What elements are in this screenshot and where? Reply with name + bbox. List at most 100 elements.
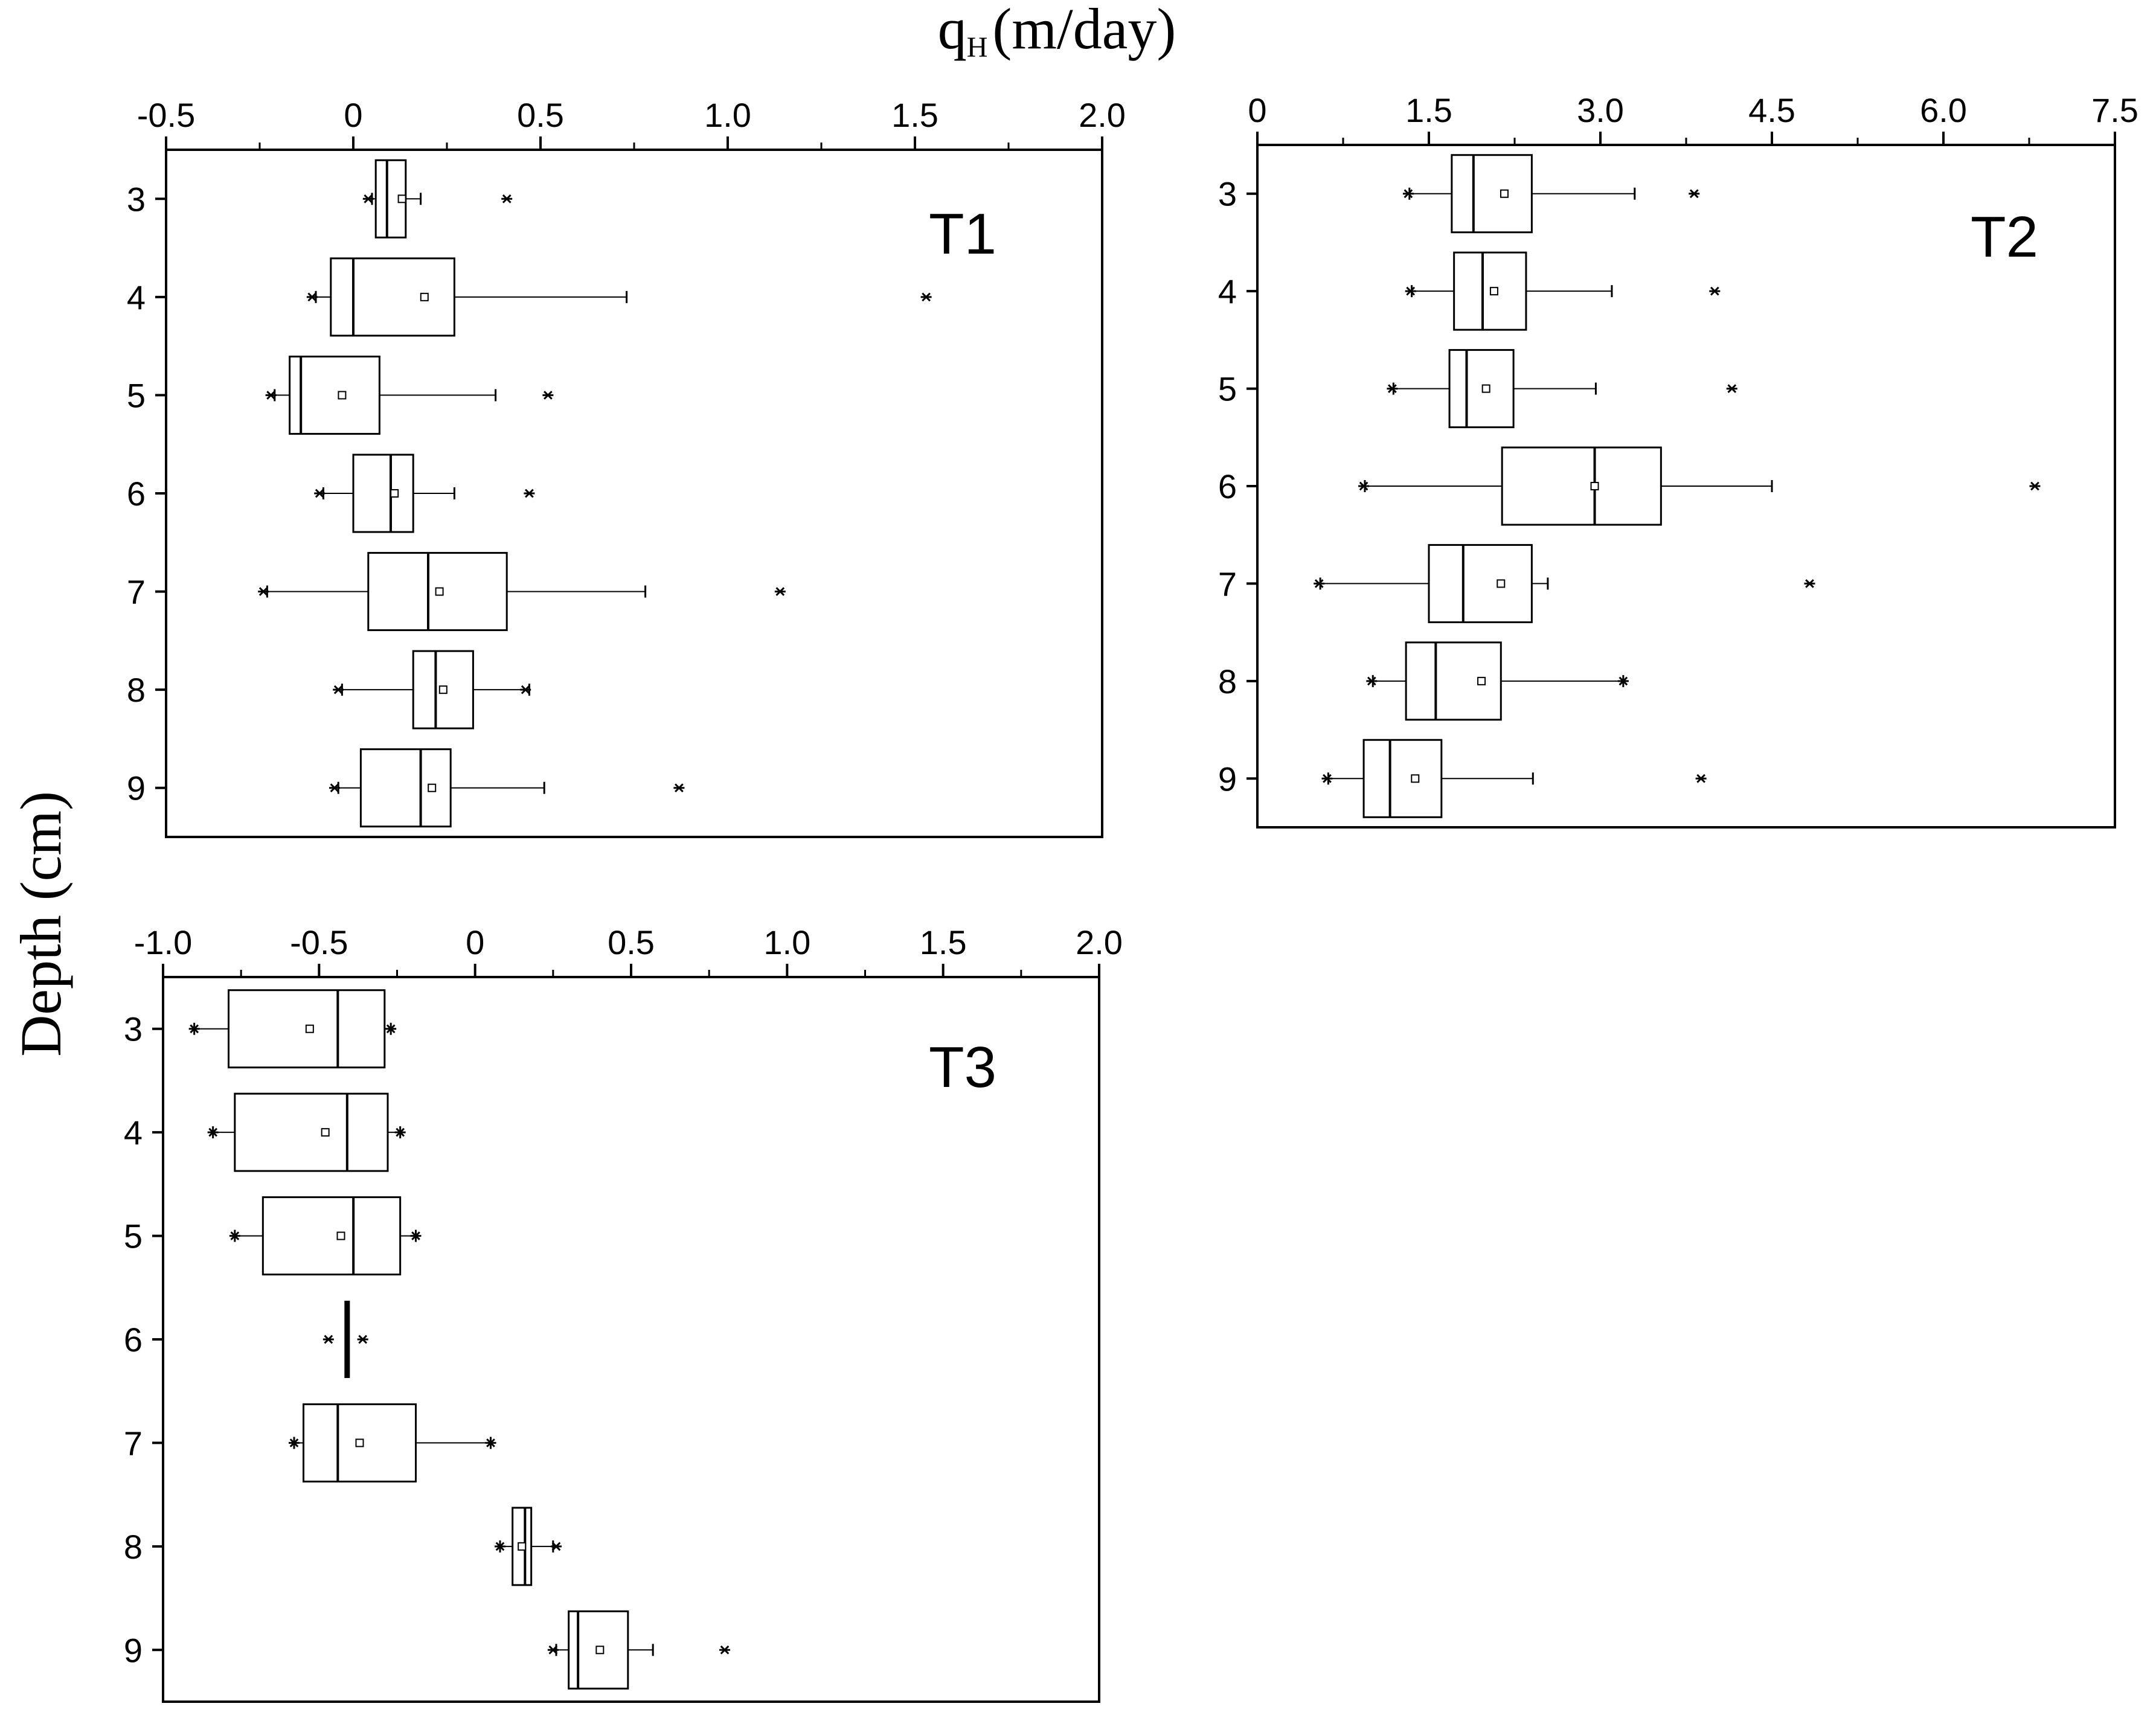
max-marker-d2 bbox=[675, 783, 684, 793]
y-tick-label: 8 bbox=[124, 1528, 143, 1566]
max-marker bbox=[394, 1127, 406, 1137]
max-marker bbox=[1804, 579, 1815, 588]
min-marker-d2 bbox=[190, 1024, 199, 1034]
box-iqr bbox=[374, 159, 407, 239]
min-marker-d2 bbox=[1367, 676, 1376, 686]
x-tick-label: 2.0 bbox=[1076, 923, 1123, 961]
box-depth-4 bbox=[207, 1092, 406, 1172]
min-marker-d2 bbox=[1359, 481, 1368, 491]
min-marker-d2 bbox=[324, 1335, 333, 1344]
max-marker-d2 bbox=[411, 1231, 420, 1240]
box-depth-7 bbox=[258, 552, 786, 632]
mean-marker bbox=[1411, 774, 1420, 783]
max-marker-d2 bbox=[544, 391, 553, 400]
min-marker-d2 bbox=[258, 587, 268, 596]
max-marker bbox=[719, 1645, 730, 1655]
box-iqr bbox=[359, 748, 452, 828]
mean-marker bbox=[390, 489, 399, 498]
y-tick-label: 6 bbox=[124, 1321, 143, 1359]
box-depth-4 bbox=[1405, 251, 1721, 331]
x-tick-label: 0 bbox=[1248, 91, 1266, 129]
min-marker bbox=[333, 685, 344, 694]
min-marker bbox=[207, 1127, 219, 1137]
y-tick-label: 7 bbox=[124, 1424, 143, 1462]
max-marker-d2 bbox=[551, 1542, 561, 1551]
box-depth-5 bbox=[1387, 349, 1737, 429]
max-marker bbox=[357, 1335, 368, 1344]
min-marker bbox=[495, 1542, 505, 1551]
min-marker-d2 bbox=[315, 489, 324, 498]
min-marker-d2 bbox=[330, 783, 339, 793]
min-marker bbox=[314, 489, 326, 498]
mean-marker bbox=[1500, 189, 1509, 198]
box-depth-8 bbox=[495, 1507, 562, 1586]
box-iqr bbox=[261, 1196, 402, 1276]
max-marker-d2 bbox=[1696, 774, 1705, 783]
y-tick-label: 5 bbox=[127, 376, 146, 414]
box-iqr bbox=[1362, 739, 1443, 818]
min-marker bbox=[362, 194, 374, 204]
min-marker-d2 bbox=[548, 1645, 558, 1655]
max-marker-d2 bbox=[1727, 384, 1737, 393]
min-marker-d2 bbox=[1314, 579, 1324, 588]
box-depth-9 bbox=[547, 1610, 730, 1690]
y-tick-label: 4 bbox=[1218, 272, 1237, 310]
mean-marker bbox=[1590, 482, 1599, 490]
min-marker bbox=[547, 1645, 559, 1655]
x-tick-label: 1.5 bbox=[1405, 91, 1452, 129]
x-tick-label: 1.5 bbox=[891, 96, 938, 134]
mean-marker bbox=[518, 1542, 527, 1551]
min-marker-d2 bbox=[333, 685, 343, 694]
max-marker bbox=[1689, 189, 1700, 199]
min-marker bbox=[1402, 189, 1414, 199]
box-depth-8 bbox=[1366, 641, 1629, 721]
x-tick-label: 3.0 bbox=[1577, 91, 1624, 129]
max-marker bbox=[520, 685, 531, 694]
mean-marker bbox=[1489, 287, 1498, 296]
box-iqr bbox=[1405, 641, 1502, 721]
max-marker-d2 bbox=[521, 685, 530, 694]
max-marker-d2 bbox=[1710, 286, 1719, 296]
x-tick-label: 6.0 bbox=[1920, 91, 1967, 129]
y-tick-label: 9 bbox=[127, 769, 146, 807]
min-marker-d2 bbox=[307, 292, 317, 302]
mean-marker bbox=[397, 194, 406, 204]
box-depth-5 bbox=[229, 1196, 422, 1276]
box-depth-9 bbox=[329, 748, 685, 828]
max-marker bbox=[1617, 676, 1629, 686]
max-marker bbox=[1695, 774, 1707, 783]
min-marker bbox=[1405, 286, 1416, 296]
max-marker-d2 bbox=[1689, 189, 1699, 199]
max-marker-d2 bbox=[2030, 481, 2039, 491]
y-tick-label: 8 bbox=[127, 671, 146, 709]
max-marker bbox=[524, 489, 535, 498]
mean-marker bbox=[428, 783, 437, 792]
box-iqr bbox=[512, 1507, 533, 1586]
x-tick-label: 1.0 bbox=[763, 923, 810, 961]
mean-marker bbox=[1497, 579, 1506, 588]
box-iqr bbox=[1448, 349, 1515, 429]
mean-marker bbox=[438, 685, 448, 694]
y-tick-label: 5 bbox=[124, 1217, 143, 1255]
mean-marker bbox=[336, 1231, 345, 1240]
y-tick-label: 3 bbox=[127, 180, 146, 218]
max-marker-d2 bbox=[486, 1438, 495, 1447]
y-tick-label: 7 bbox=[1218, 565, 1237, 603]
y-tick-label: 4 bbox=[127, 278, 146, 316]
mean-marker bbox=[355, 1438, 364, 1447]
min-marker-d2 bbox=[495, 1542, 505, 1551]
min-marker-d2 bbox=[208, 1127, 218, 1137]
min-marker-d2 bbox=[364, 194, 373, 204]
box-iqr bbox=[234, 1092, 389, 1172]
max-marker-d2 bbox=[358, 1335, 368, 1344]
x-axis-title-unit: (m/day) bbox=[992, 0, 1176, 61]
max-marker-d2 bbox=[1619, 676, 1628, 686]
box-depth-9 bbox=[1321, 739, 1707, 818]
x-tick-label: 0 bbox=[466, 923, 484, 961]
y-tick-label: 4 bbox=[124, 1114, 143, 1152]
min-marker bbox=[229, 1231, 240, 1240]
max-marker bbox=[774, 587, 786, 596]
box-iqr bbox=[1451, 154, 1533, 234]
